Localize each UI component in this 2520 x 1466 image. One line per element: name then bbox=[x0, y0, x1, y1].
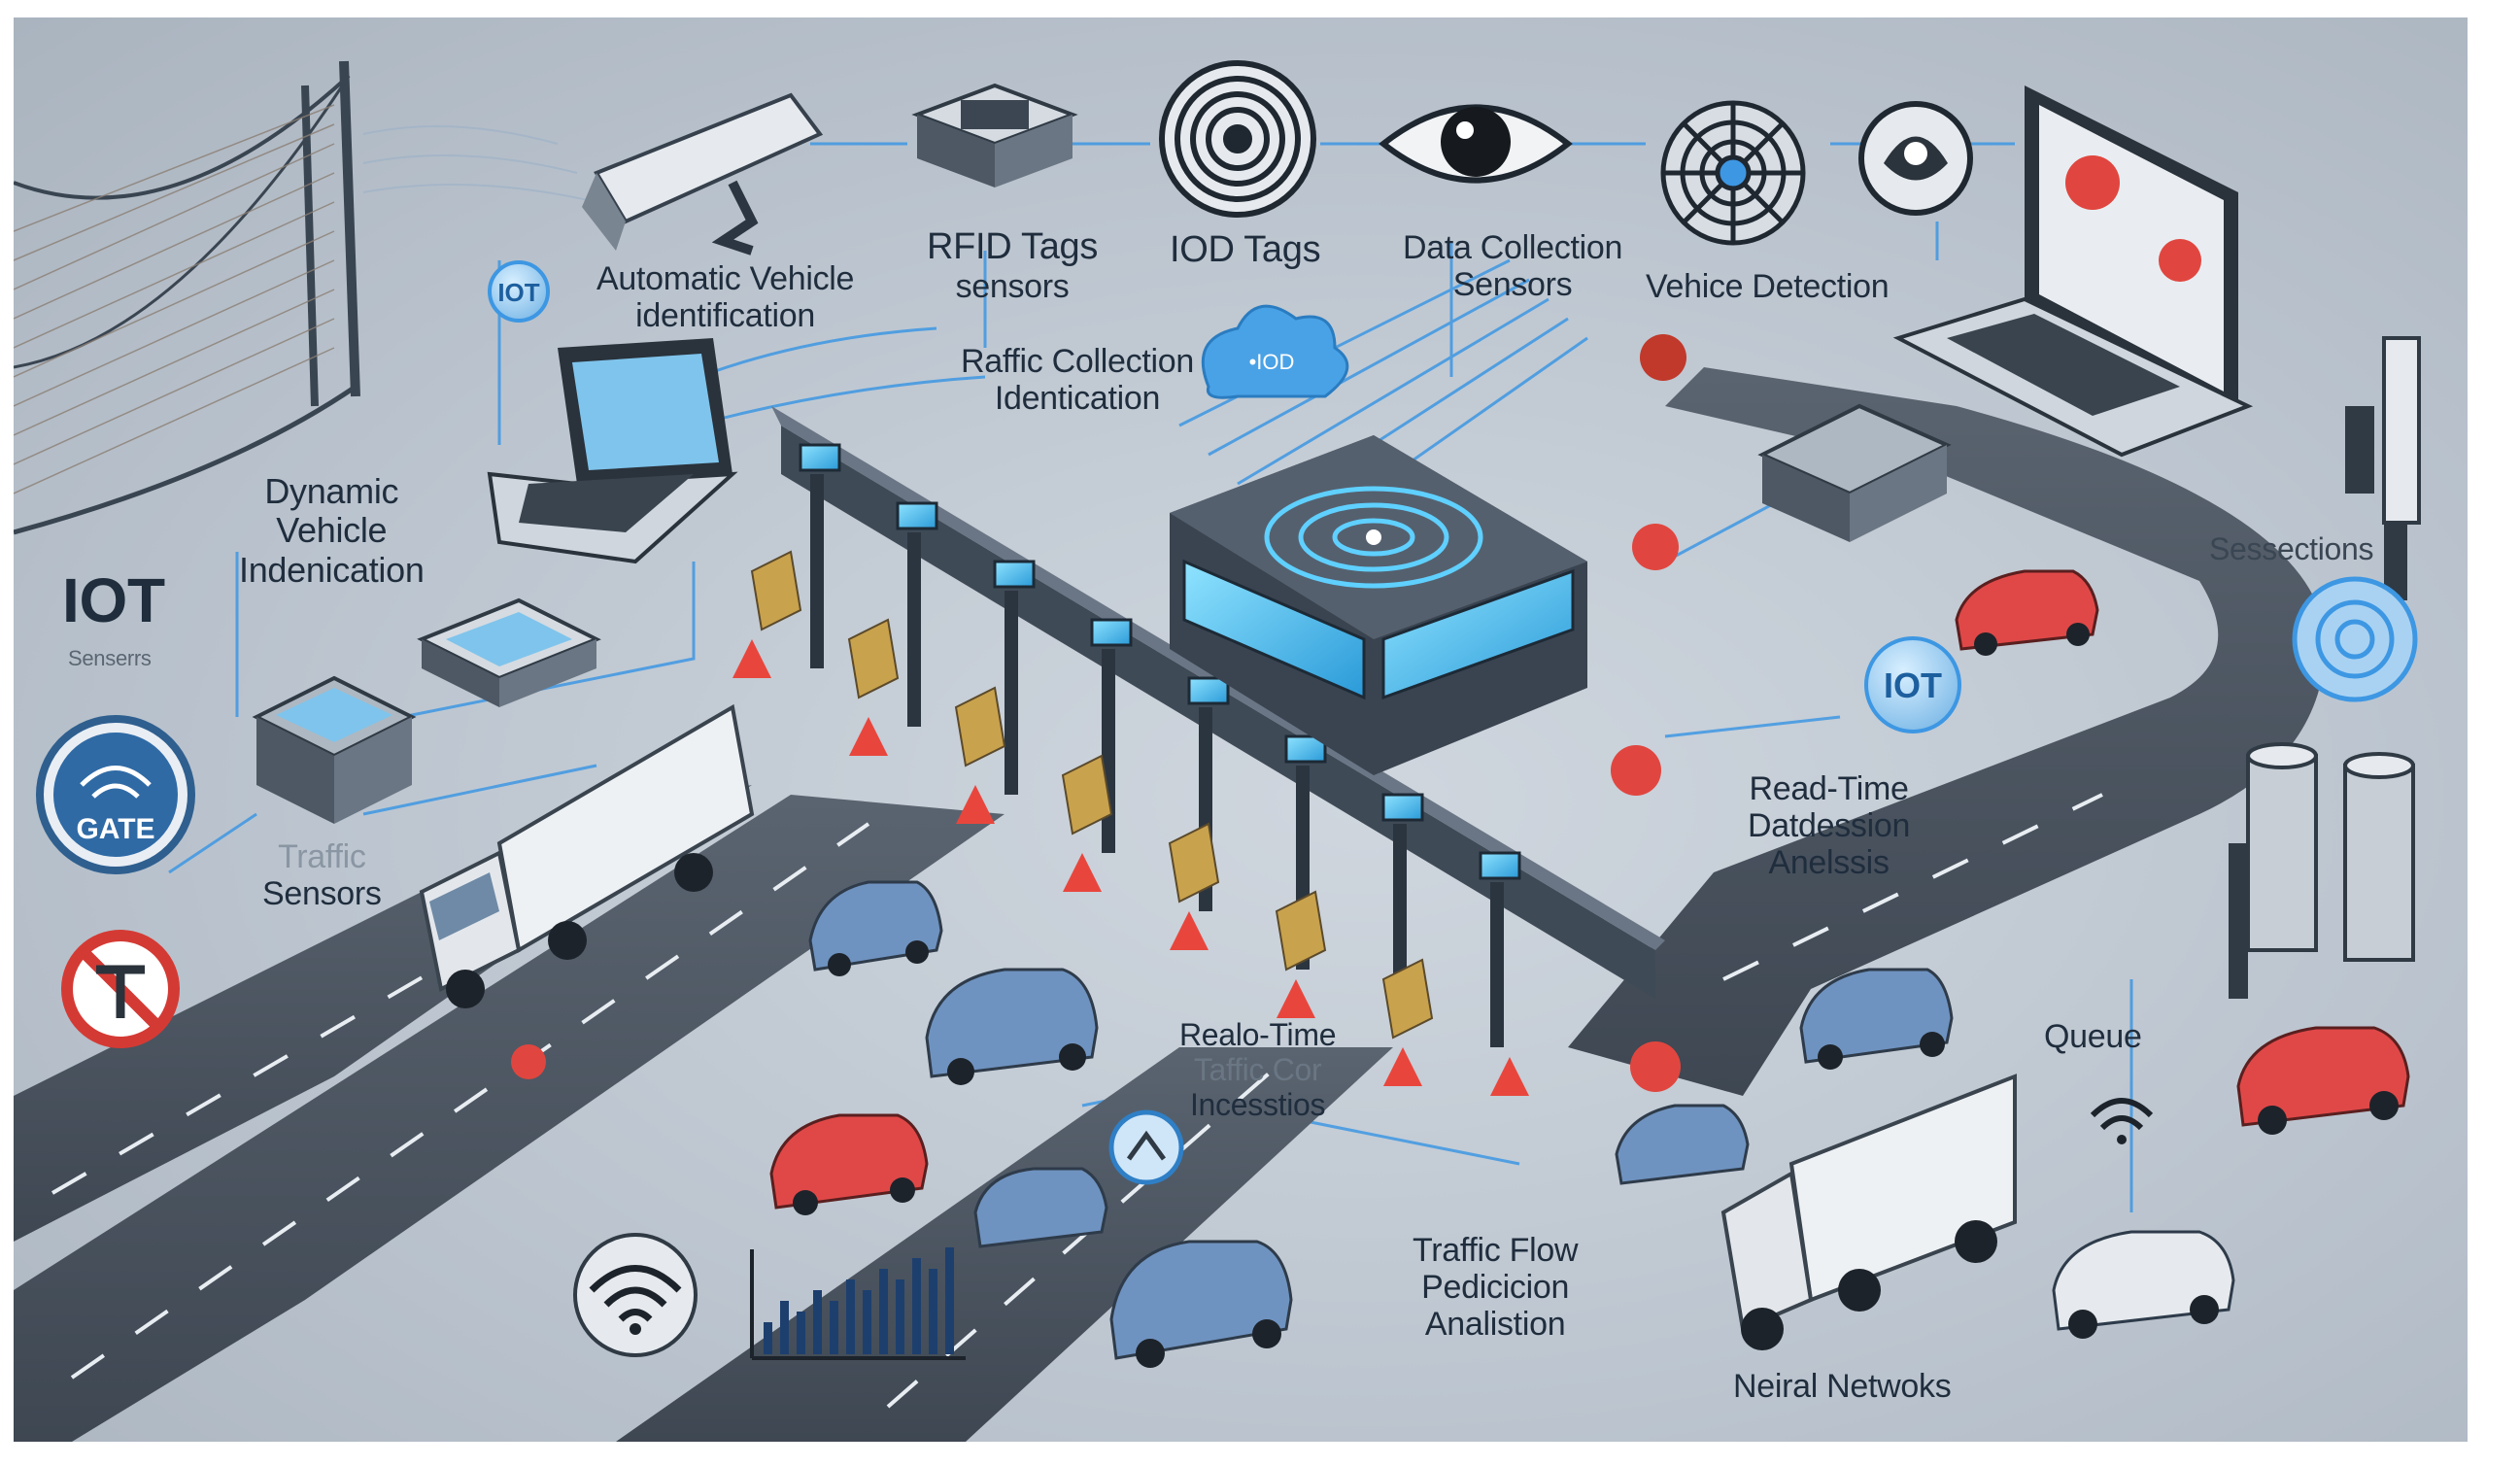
gate-badge-text: GATE bbox=[76, 813, 154, 845]
label-traffic-faint: Traffic bbox=[278, 838, 366, 875]
rfid-chip-icon bbox=[911, 83, 1078, 188]
label-raffic-collection: Raffic Collection Identication bbox=[961, 343, 1194, 417]
label-analistion: Analistion bbox=[1424, 1306, 1566, 1344]
label-realo-time-line: Realo-Time bbox=[1179, 1017, 1337, 1052]
gauge-icon bbox=[1108, 1109, 1184, 1185]
label-automatic-vehicle: Automatic Vehicle bbox=[596, 260, 855, 297]
label-realo-time: Realo-Time Taffic Cor Incesstios bbox=[1179, 1017, 1337, 1122]
label-read-time: Read-Time bbox=[1749, 770, 1909, 807]
truck-icon-right bbox=[1720, 1074, 2017, 1350]
label-data-collection: Data Collection bbox=[1403, 229, 1623, 266]
label-taffic-cor: Taffic Cor bbox=[1193, 1051, 1322, 1087]
label-queue: Queue bbox=[2044, 1018, 2142, 1055]
bar-chart-bar bbox=[797, 1312, 805, 1354]
control-box-icon bbox=[1757, 403, 1952, 542]
label-dynamic: Dynamic bbox=[264, 471, 399, 511]
gate-badge: GATE bbox=[36, 715, 195, 874]
target-icon bbox=[2292, 576, 2418, 702]
bar-chart-bar bbox=[830, 1301, 838, 1354]
label-traffic-sensors-line: Sensors bbox=[262, 875, 382, 913]
bar-chart-bar bbox=[879, 1269, 888, 1354]
truck-icon bbox=[419, 703, 755, 1008]
bar-chart-bar bbox=[912, 1258, 921, 1354]
label-dynamic-indenication: Indenication bbox=[239, 549, 425, 590]
label-data-collection-sensors: Data Collection Sensors bbox=[1403, 229, 1622, 303]
bar-chart-bar bbox=[780, 1301, 789, 1354]
label-anelssis: Anelssis bbox=[1768, 844, 1890, 882]
toll-plaza-icon bbox=[732, 406, 1665, 1096]
cloud-icon-text: •IOD bbox=[1249, 350, 1295, 374]
server-box-icon bbox=[252, 675, 417, 824]
bar-chart-bar bbox=[945, 1247, 954, 1354]
iot-badge-left-text: IOT bbox=[497, 278, 539, 307]
label-identification: identification bbox=[635, 297, 815, 335]
label-read-time-analysis: Read-Time Datdession Anelssis bbox=[1748, 770, 1910, 881]
iot-badge-left: IOT bbox=[488, 260, 550, 323]
tanks-icon bbox=[2229, 742, 2415, 999]
label-rfid-tags: RFID Tags bbox=[927, 226, 1099, 267]
wifi-icon-right bbox=[2090, 1098, 2154, 1144]
iot-badge-right: IOT bbox=[1864, 636, 1961, 733]
label-traffic-sensors: Traffic Sensors bbox=[262, 838, 382, 912]
bar-chart-bar bbox=[764, 1322, 772, 1354]
toll-plaza-infographic: IOT IOT •IOD GATE bbox=[14, 17, 2468, 1442]
pillar-icon bbox=[2345, 336, 2421, 600]
label-rfid-tags-sensors: RFID Tags sensors bbox=[927, 226, 1098, 305]
label-raffic-identication: Identication bbox=[994, 380, 1161, 418]
label-neural-networks: Neiral Netwoks bbox=[1733, 1368, 1952, 1405]
label-iot-big: IOT bbox=[62, 565, 165, 635]
bridge bbox=[14, 60, 597, 535]
illustration: IOT IOT •IOD GATE bbox=[14, 60, 2421, 1442]
radar-icon bbox=[1660, 100, 1806, 246]
label-datdession: Datdession bbox=[1748, 807, 1911, 845]
car-icon bbox=[769, 569, 2410, 1368]
fingerprint-tag-icon bbox=[1159, 60, 1316, 218]
bar-chart-bar bbox=[813, 1290, 822, 1354]
bar-chart-bar bbox=[896, 1279, 904, 1354]
label-incesstios: Incesstios bbox=[1189, 1086, 1326, 1122]
eye-sensor-icon bbox=[1379, 104, 1573, 184]
laptop-icon-left bbox=[487, 338, 738, 564]
label-traffic-flow-line: Traffic Flow bbox=[1413, 1232, 1579, 1269]
label-traffic-flow: Traffic Flow Pedicicion Analistion bbox=[1413, 1232, 1579, 1344]
label-sessections: Sessections bbox=[2209, 531, 2374, 566]
label-rfid-sensors: sensors bbox=[955, 267, 1070, 305]
label-pedicicion: Pedicicion bbox=[1421, 1269, 1570, 1307]
drone-icon bbox=[1858, 101, 1973, 216]
bar-chart-bar bbox=[863, 1290, 871, 1354]
router-device-icon bbox=[417, 597, 601, 707]
label-iot-big-sub: Senserrs bbox=[68, 646, 152, 670]
bar-chart-bar bbox=[846, 1279, 855, 1354]
label-dynamic-vehicle: Dynamic Vehicle Indenication bbox=[239, 471, 425, 590]
alert-icon bbox=[511, 334, 1686, 1092]
label-data-collection-sub: Sensors bbox=[1452, 266, 1573, 304]
label-raffic-collection-line1: Raffic Collection bbox=[961, 343, 1194, 380]
label-automatic-vehicle-identification: Automatic Vehicle identification bbox=[596, 260, 854, 334]
label-iod-tags: IOD Tags bbox=[1170, 229, 1321, 270]
iot-badge-right-text: IOT bbox=[1884, 665, 1942, 705]
bar-chart-icon bbox=[750, 1247, 966, 1360]
label-dynamic-vehicle-line: Vehicle bbox=[276, 510, 388, 551]
bar-chart-bar bbox=[929, 1269, 937, 1354]
bar-chart-bars bbox=[764, 1247, 954, 1354]
laptop-icon bbox=[1892, 85, 2254, 458]
no-entry-icon bbox=[61, 930, 180, 1048]
wifi-icon bbox=[573, 1233, 698, 1357]
cloud-icon: •IOD bbox=[1201, 304, 1349, 399]
camera-icon bbox=[582, 92, 824, 256]
label-vehicle-detection: Vehice Detection bbox=[1646, 268, 1890, 305]
